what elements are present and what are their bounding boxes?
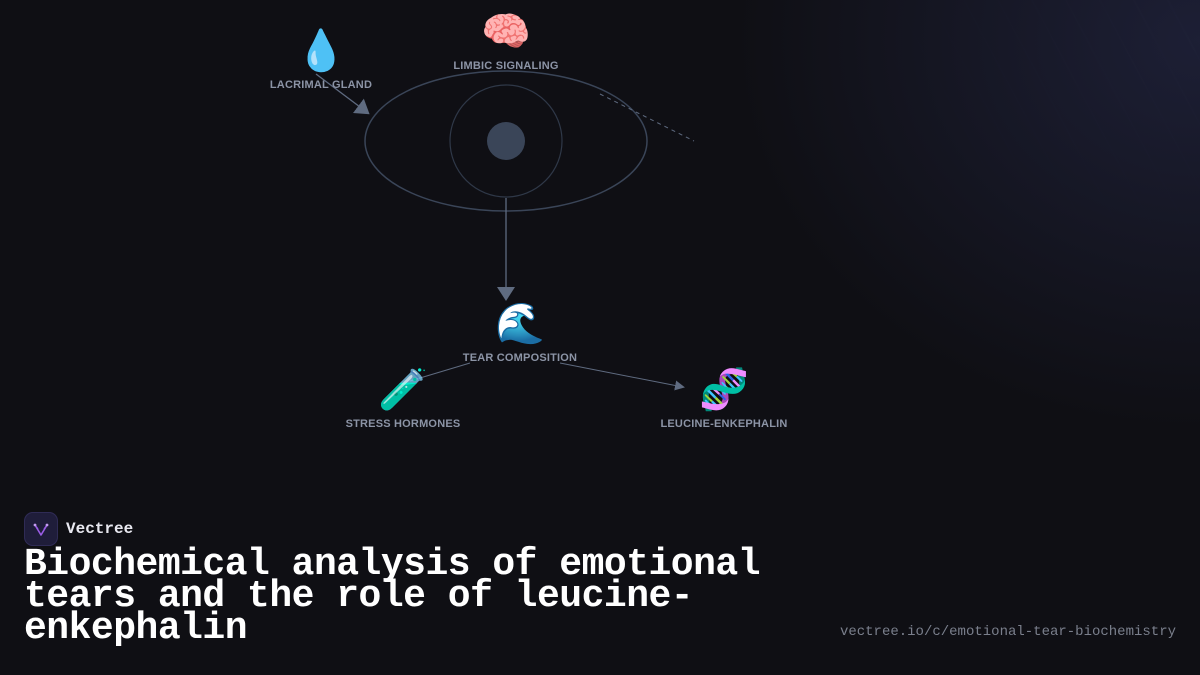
dna-icon: 🧬 bbox=[699, 368, 749, 412]
eye-diagram bbox=[364, 70, 648, 212]
brand[interactable]: Vectree bbox=[24, 512, 133, 546]
page-title: Biochemical analysis of emotional tears … bbox=[24, 543, 761, 650]
wave-icon: 🌊 bbox=[495, 302, 545, 346]
edge-lacrimal-eye bbox=[315, 73, 370, 115]
edge-tear-leucine bbox=[559, 362, 685, 391]
node-label: LEUCINE-ENKEPHALIN bbox=[660, 418, 788, 430]
droplet-icon: 💧 bbox=[296, 29, 346, 73]
iris bbox=[449, 84, 563, 198]
node-label: STRESS HORMONES bbox=[345, 418, 461, 430]
brain-icon: 🧠 bbox=[481, 10, 531, 54]
node-stress-hormones: 🧪 STRESS HORMONES bbox=[313, 366, 493, 430]
pupil bbox=[487, 122, 525, 160]
source-url[interactable]: vectree.io/c/emotional-tear-biochemistry bbox=[839, 624, 1176, 640]
node-label: TEAR COMPOSITION bbox=[462, 352, 578, 364]
node-leucine-enkephalin: 🧬 LEUCINE-ENKEPHALIN bbox=[634, 366, 814, 430]
test-tube-icon: 🧪 bbox=[378, 368, 428, 412]
brand-name: Vectree bbox=[66, 520, 134, 538]
node-tear-composition: 🌊 TEAR COMPOSITION bbox=[430, 300, 610, 364]
edge-tear-stress bbox=[409, 362, 471, 382]
node-label: LACRIMAL GLAND bbox=[269, 79, 373, 91]
node-label: LIMBIC SIGNALING bbox=[453, 60, 559, 72]
vectree-logo-icon bbox=[24, 512, 58, 546]
diagram-canvas bbox=[315, 70, 695, 391]
node-lacrimal-gland: 💧 LACRIMAL GLAND bbox=[231, 27, 411, 91]
logo-mark bbox=[33, 523, 49, 536]
node-limbic-signaling: 🧠 LIMBIC SIGNALING bbox=[416, 8, 596, 72]
edge-limbic-eye bbox=[599, 93, 695, 142]
